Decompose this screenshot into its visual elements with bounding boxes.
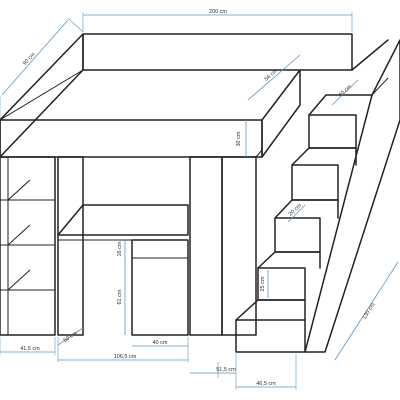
stair-step-5 <box>308 114 357 149</box>
label-side-shelf: 41,5 cm <box>20 346 40 352</box>
dim-line-depth <box>1 19 69 96</box>
stair-step-4 <box>291 164 339 201</box>
stair-step-2-top <box>257 251 321 269</box>
stair-step-1 <box>235 319 306 353</box>
left-shelf-unit <box>0 156 56 336</box>
stair-step-1-top <box>235 299 306 321</box>
mattress-line <box>0 69 84 121</box>
label-cabinet-height: 61 cm <box>117 289 123 304</box>
desk-top <box>57 204 189 236</box>
dim-line-tread <box>287 204 306 223</box>
label-tread: 20 cm <box>288 203 303 218</box>
label-step-depth: 40 cm <box>338 84 353 99</box>
wardrobe-body <box>189 156 223 336</box>
dimension-labels: 200 cm 90 cm 56 cm 30 cm 40 cm 20 cm 25 … <box>20 9 377 387</box>
loft-bed-outline <box>0 33 400 353</box>
dim-line-stair-length <box>334 261 399 361</box>
stair-step-4-top <box>291 147 357 166</box>
back-panel <box>82 33 353 71</box>
label-desk-gap: 16 cm <box>117 241 123 256</box>
label-stair-length: 130 cm <box>362 302 377 321</box>
staircase <box>235 39 400 353</box>
label-stair-base: 46,5 cm <box>256 381 276 387</box>
dim-line-rail-gap <box>247 54 301 101</box>
wardrobe-side <box>221 156 257 336</box>
dimension-lines <box>0 12 399 390</box>
label-total-length: 200 cm <box>209 9 227 15</box>
label-stair-offset: 51,5 cm <box>216 367 236 373</box>
shelf-inner <box>7 179 31 201</box>
lower-cabinet <box>131 239 189 336</box>
stair-stringer <box>304 39 400 353</box>
label-depth: 90 cm <box>22 51 37 66</box>
label-riser: 25 cm <box>260 276 266 291</box>
label-desk-span: 106,5 cm <box>114 354 137 360</box>
stair-step-3-top <box>274 199 339 219</box>
label-rail-height: 30 cm <box>236 131 242 146</box>
wardrobe-back <box>255 149 263 158</box>
front-guard-rail <box>0 119 263 158</box>
shelf-inner <box>7 224 31 246</box>
right-rail-post <box>261 69 301 158</box>
stair-step-3 <box>274 217 321 253</box>
stair-step-2 <box>257 267 306 301</box>
stair-step-5-top <box>308 94 373 116</box>
shelf-inner <box>7 269 31 291</box>
label-cabinet-width: 40 cm <box>153 340 168 346</box>
dim-line-step-depth <box>331 79 359 106</box>
stair-rail-diag <box>371 77 389 96</box>
stair-top-rail <box>351 39 389 71</box>
desk-side-column <box>57 156 84 336</box>
dim-line-shelf-depth <box>57 327 84 346</box>
